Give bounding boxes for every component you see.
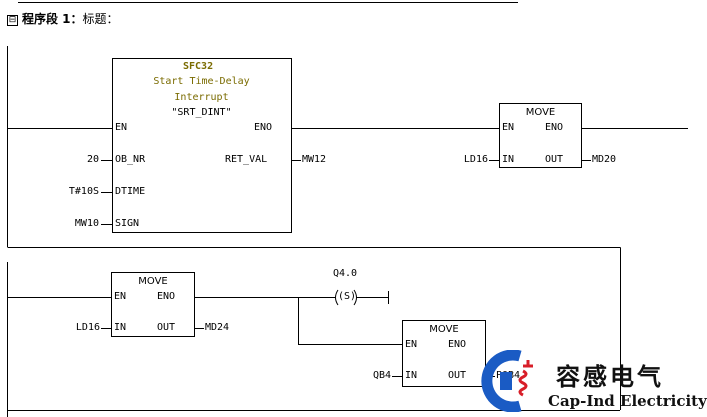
operand-move-in[interactable]: LD16 [463,154,488,165]
move-title: MOVE [429,324,459,335]
sfc32-ob-nr-pin: OB_NR [115,154,146,165]
network-header: ⊟ 程序段 1：标题： [7,10,119,27]
sfc32-sign-pin: SIGN [115,218,140,229]
operand-dtime[interactable]: T#10S [68,186,99,197]
operand-move-in[interactable]: LD16 [75,322,100,333]
watermark-brand-cn: 容感电气 [556,363,664,391]
move-eno-pin: ENO [448,339,467,350]
move-in-pin: IN [114,322,127,333]
network-colon: ： [70,12,83,26]
move-block [499,103,582,168]
brand-logo-icon [481,350,533,412]
operand-ret-val[interactable]: MW12 [302,154,327,165]
move-out-pin: OUT [157,322,176,333]
sfc32-name: SFC32 [183,61,214,72]
operand-ob-nr[interactable]: 20 [86,154,99,165]
operand-move-in[interactable]: QB4 [372,370,391,381]
collapse-toggle-icon[interactable]: ⊟ [7,15,18,26]
sfc32-symbol: "SRT_DINT" [171,107,232,118]
watermark-brand-en: Cap-Ind Electricity [548,392,707,410]
network-label: 程序段 1 [22,12,71,26]
network-title[interactable]: 标题： [82,12,119,26]
sfc32-desc-line2: Interrupt [174,92,229,103]
move-eno-pin: ENO [545,122,564,133]
sfc32-ret-val-pin: RET_VAL [225,154,268,165]
move-in-pin: IN [502,154,515,165]
move-en-pin: EN [405,339,418,350]
sfc32-eno-pin: ENO [254,122,273,133]
move-title: MOVE [138,276,168,287]
move-block [111,272,195,337]
set-coil-icon[interactable]: (S) [338,291,357,302]
move-block [402,320,486,387]
sfc32-block [112,58,292,233]
move-en-pin: EN [114,291,127,302]
move-en-pin: EN [502,122,515,133]
move-eno-pin: ENO [157,291,176,302]
coil-address[interactable]: Q4.0 [333,268,358,279]
coil-left-arc [335,289,339,306]
coil-right-arc [353,289,357,306]
sfc32-desc-line1: Start Time-Delay [153,76,250,87]
header-divider [18,0,518,3]
sfc32-en-pin: EN [115,122,128,133]
move-title: MOVE [525,107,556,118]
move-out-pin: OUT [448,370,467,381]
operand-move-out[interactable]: MD20 [592,154,617,165]
sfc32-dtime-pin: DTIME [115,186,146,197]
operand-move-out[interactable]: MD24 [205,322,230,333]
move-in-pin: IN [405,370,418,381]
move-out-pin: OUT [545,154,564,165]
operand-sign[interactable]: MW10 [74,218,99,229]
